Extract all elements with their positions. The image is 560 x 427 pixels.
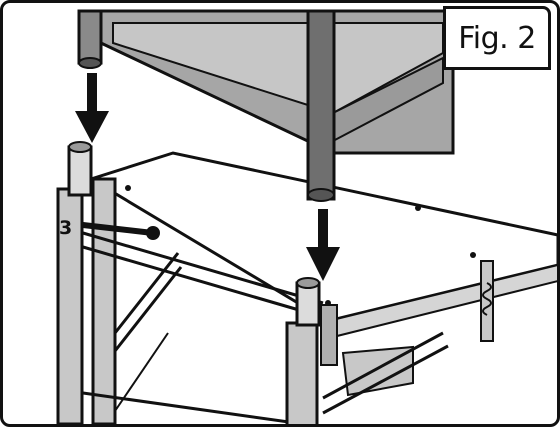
left-end-frame (56, 141, 324, 424)
rivet (415, 205, 421, 211)
part-number-callout: 3 (59, 217, 73, 239)
assembly-illustration (56, 9, 557, 424)
upper-frame-section (77, 9, 455, 202)
down-arrow-icon (75, 73, 109, 143)
handle-rod (82, 222, 160, 240)
front-right-post (285, 277, 449, 424)
rivet (125, 185, 131, 191)
latch-hook (480, 260, 494, 342)
figure-label: Fig. 2 (443, 6, 551, 70)
down-arrow-icon (306, 209, 340, 281)
rivet (325, 300, 331, 306)
rivet (470, 252, 476, 258)
